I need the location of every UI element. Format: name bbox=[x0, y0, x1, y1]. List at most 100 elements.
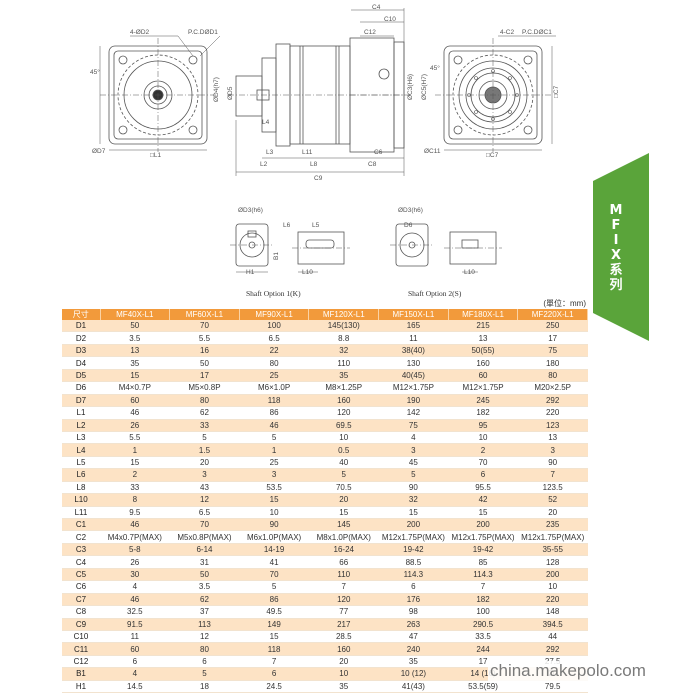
table-cell: 16 bbox=[169, 344, 240, 358]
table-cell: 38(40) bbox=[378, 344, 449, 358]
table-cell: 60 bbox=[100, 394, 170, 408]
dim-k-h1: H1 bbox=[246, 269, 255, 276]
table-cell: 17 bbox=[169, 369, 240, 383]
table-cell: 110 bbox=[308, 568, 379, 582]
table-cell: 70 bbox=[169, 518, 240, 532]
table-cell: 4 bbox=[378, 431, 449, 445]
table-cell: 7 bbox=[448, 580, 518, 594]
table-cell: 11 bbox=[378, 331, 449, 345]
table-cell: 15 bbox=[308, 506, 379, 520]
table-cell: 8 bbox=[100, 493, 170, 507]
table-cell: 10 bbox=[308, 667, 379, 681]
table-cell: 190 bbox=[378, 394, 449, 408]
table-cell: 46 bbox=[100, 518, 170, 532]
table-cell: 120 bbox=[308, 406, 379, 420]
table-cell: 50 bbox=[169, 356, 240, 370]
table-cell: 220 bbox=[517, 406, 588, 420]
table-cell: M12x1.75P(MAX) bbox=[448, 530, 518, 544]
table-cell: 2 bbox=[100, 468, 170, 482]
table-cell: 41 bbox=[239, 555, 309, 569]
rear-view bbox=[435, 35, 556, 152]
row-label: C7 bbox=[62, 593, 100, 607]
dim-k-l5: L5 bbox=[312, 222, 320, 229]
table-cell: M6x1.0P(MAX) bbox=[239, 530, 309, 544]
row-label: L4 bbox=[62, 443, 100, 457]
row-label: D3 bbox=[62, 344, 100, 358]
table-cell: 70 bbox=[448, 456, 518, 470]
dim-side-l3: L3 bbox=[266, 149, 274, 156]
table-cell: 290.5 bbox=[448, 618, 518, 631]
table-cell: 220 bbox=[517, 593, 588, 607]
table-cell: 49.5 bbox=[239, 605, 309, 619]
row-label: C1 bbox=[62, 518, 100, 532]
table-cell: 20 bbox=[308, 493, 379, 507]
table-cell: 3.5 bbox=[100, 331, 170, 345]
table-cell: 90 bbox=[378, 481, 449, 495]
table-cell: 250 bbox=[517, 320, 588, 333]
table-cell: 40 bbox=[308, 456, 379, 470]
header-model: MF220X-L1 bbox=[517, 309, 588, 320]
table-cell: 69.5 bbox=[308, 419, 379, 432]
row-label: C9 bbox=[62, 618, 100, 631]
table-cell: M5x0.8P(MAX) bbox=[169, 530, 240, 544]
dim-side-c10: C10 bbox=[384, 16, 396, 23]
table-cell: M5×0.8P bbox=[169, 381, 240, 395]
table-cell: 148 bbox=[517, 605, 588, 619]
table-cell: 5 bbox=[239, 580, 309, 594]
dim-k-l6: L6 bbox=[283, 222, 291, 229]
table-cell: 120 bbox=[308, 593, 379, 607]
table-cell: 20 bbox=[308, 655, 379, 669]
table-cell: 6 bbox=[378, 580, 449, 594]
table-cell: 17 bbox=[517, 331, 588, 345]
dim-side-l8: L8 bbox=[310, 161, 318, 168]
row-label: L6 bbox=[62, 468, 100, 482]
table-cell: 7 bbox=[239, 655, 309, 669]
table-cell: M12×1.75P bbox=[448, 381, 518, 395]
table-cell: 1.5 bbox=[169, 443, 240, 457]
table-cell: 10 bbox=[308, 431, 379, 445]
header-model: MF180X-L1 bbox=[448, 309, 519, 320]
table-cell: 18 bbox=[169, 680, 240, 693]
table-cell: 10 bbox=[517, 580, 588, 594]
table-cell: 3 bbox=[517, 443, 588, 457]
table-cell: 95.5 bbox=[448, 481, 518, 495]
dim-side-c3: ØC3(H6) bbox=[407, 74, 414, 100]
table-cell: 15 bbox=[378, 506, 449, 520]
table-cell: 91.5 bbox=[100, 618, 170, 631]
table-cell: 6 bbox=[169, 655, 240, 669]
table-cell: 15 bbox=[239, 493, 309, 507]
table-cell: 263 bbox=[378, 618, 449, 631]
row-label: D5 bbox=[62, 369, 100, 383]
row-label: L11 bbox=[62, 506, 100, 520]
table-cell: 75 bbox=[517, 344, 588, 358]
table-cell: 31 bbox=[169, 555, 240, 569]
table-cell: 235 bbox=[517, 518, 588, 532]
dim-rear-4c2: 4-C2 bbox=[500, 29, 514, 36]
table-cell: 5 bbox=[239, 431, 309, 445]
table-cell: 42 bbox=[448, 493, 518, 507]
dim-rear-pcd: P.C.DØC1 bbox=[522, 29, 552, 36]
table-cell: 86 bbox=[239, 406, 309, 420]
table-cell: 90 bbox=[517, 456, 588, 470]
dim-k-d3: ØD3(h6) bbox=[238, 207, 263, 214]
table-cell: M12x1.75P(MAX) bbox=[517, 530, 588, 544]
table-cell: 13 bbox=[100, 344, 170, 358]
table-cell: 60 bbox=[448, 369, 518, 383]
dim-side-l2: L2 bbox=[260, 161, 268, 168]
dim-rear-angle: 45° bbox=[430, 64, 440, 72]
table-cell: 8.8 bbox=[308, 331, 379, 345]
table-cell: 77 bbox=[308, 605, 379, 619]
table-cell: 6 bbox=[239, 667, 309, 681]
header-model: MF150X-L1 bbox=[378, 309, 449, 320]
row-label: D1 bbox=[62, 320, 100, 333]
table-cell: 10 bbox=[239, 506, 309, 520]
table-cell: M6×1.0P bbox=[239, 381, 309, 395]
